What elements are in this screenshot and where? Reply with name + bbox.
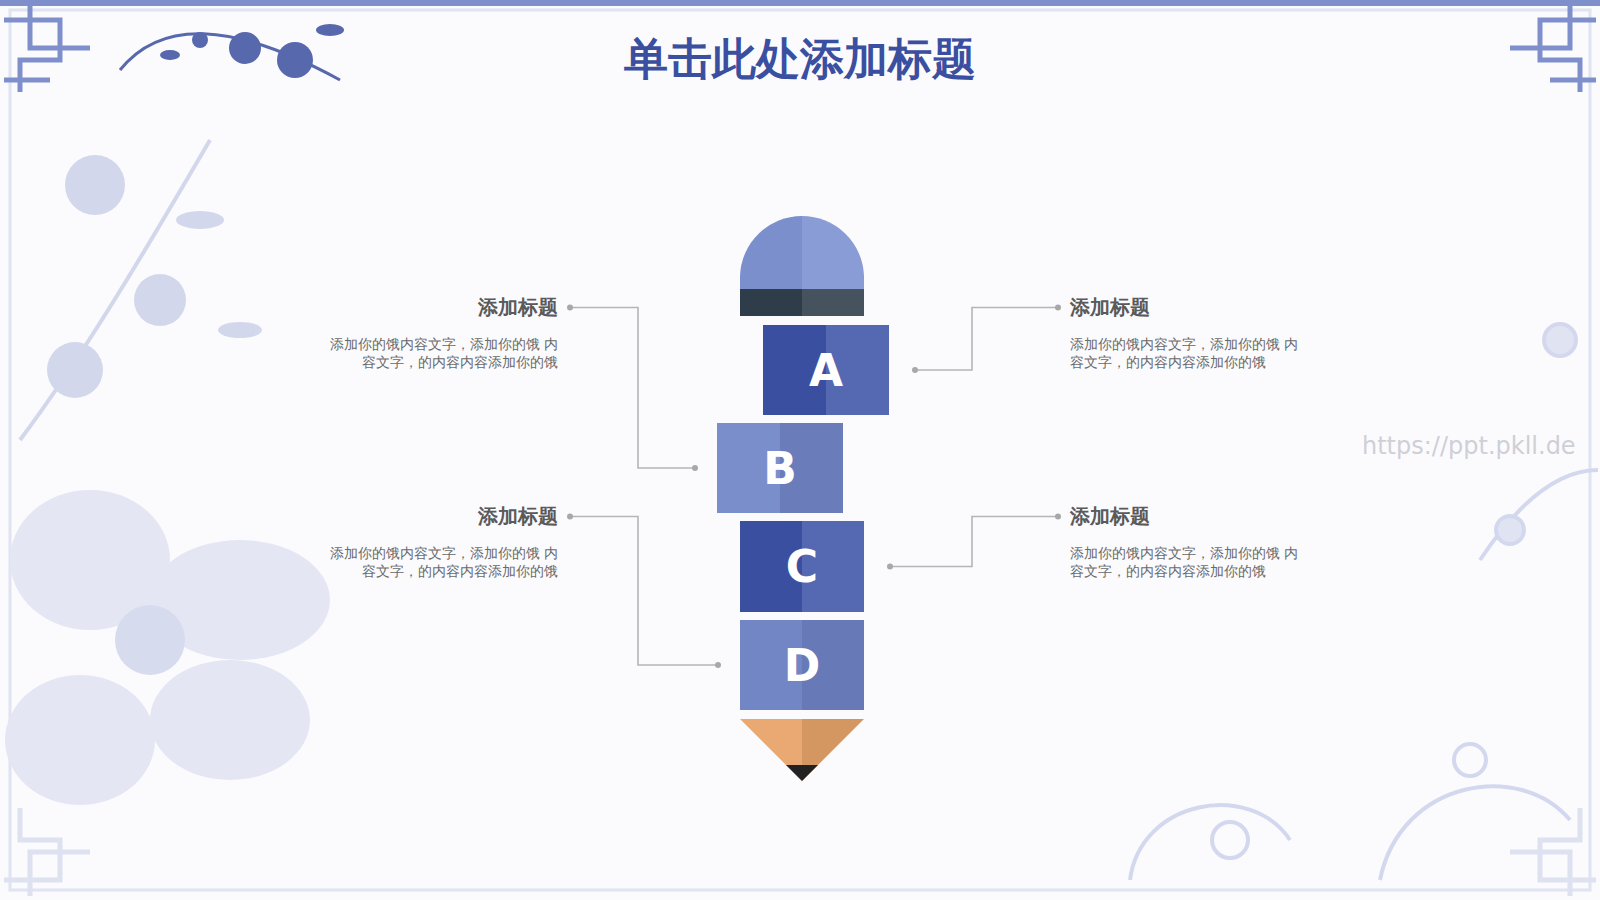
corner-fret-bottom [4,808,1596,896]
connector-dot [1055,514,1061,520]
connector-dot [567,305,573,311]
callout-heading: 添加标题 [1070,503,1310,530]
connector-dot [715,662,721,668]
callout-text: 添加标题添加你的饿内容文字，添加你的饿 内容文字，的内容内容添加你的饿 [318,503,558,580]
pencil-segment: B [717,423,843,513]
top-band [0,0,1600,6]
pencil-segment: D [740,620,864,710]
connector-dot [1055,305,1061,311]
segment-letter: D [784,640,821,691]
right-ornament [1130,324,1598,880]
callout-text: 添加标题添加你的饿内容文字，添加你的饿 内容文字，的内容内容添加你的饿 [1070,503,1310,580]
connector-dot [567,514,573,520]
callout-text: 添加标题添加你的饿内容文字，添加你的饿 内容文字，的内容内容添加你的饿 [318,294,558,371]
segment-letter: B [763,443,797,494]
eraser-right [802,216,864,289]
ferrule-left [740,289,802,316]
frame [10,10,1590,890]
callout-heading: 添加标题 [1070,294,1310,321]
callout-body: 添加你的饿内容文字，添加你的饿 内容文字，的内容内容添加你的饿 [318,335,558,371]
leader-connector [890,517,1058,567]
pencil-segment: A [763,325,889,415]
watermark: https://ppt.pkll.de [1362,432,1576,460]
top-flowers [120,24,344,80]
large-flower [5,490,330,805]
eraser-left [740,216,802,289]
segment-letter: C [786,541,818,592]
segment-letter: A [809,345,843,396]
callout-heading: 添加标题 [318,503,558,530]
callout-body: 添加你的饿内容文字，添加你的饿 内容文字，的内容内容添加你的饿 [1070,544,1310,580]
callout-body: 添加你的饿内容文字，添加你的饿 内容文字，的内容内容添加你的饿 [318,544,558,580]
leader-connector [570,517,718,666]
leader-connector [915,308,1058,371]
callout-body: 添加你的饿内容文字，添加你的饿 内容文字，的内容内容添加你的饿 [1070,335,1310,371]
pencil-segment: C [740,521,864,612]
callout-heading: 添加标题 [318,294,558,321]
callout-text: 添加标题添加你的饿内容文字，添加你的饿 内容文字，的内容内容添加你的饿 [1070,294,1310,371]
left-flowers [20,140,262,440]
slide-title: 单击此处添加标题 [0,30,1600,89]
connector-dot [912,367,918,373]
lead [786,765,818,781]
connector-dot [692,465,698,471]
leader-connector [570,308,695,469]
ferrule-right [802,289,864,316]
connector-dot [887,564,893,570]
